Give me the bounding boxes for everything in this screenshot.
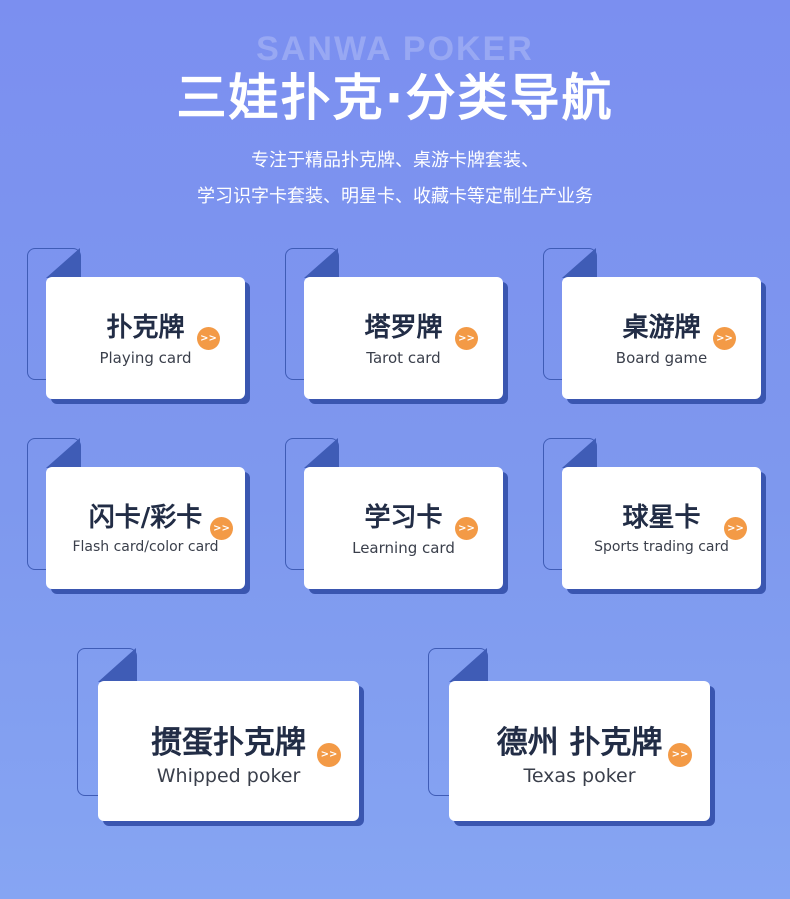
brand-watermark: SANWA POKER [256,30,534,68]
category-name-cn: 球星卡 [622,503,701,533]
arrow-right-icon[interactable]: >> [724,517,747,540]
category-card-learning-card[interactable]: 学习卡 Learning card >> [285,438,515,598]
category-card-tarot-card[interactable]: 塔罗牌 Tarot card >> [285,248,515,408]
category-card-texas-poker[interactable]: 德州 扑克牌 Texas poker >> [428,648,723,830]
category-name-en: Learning card [352,539,455,557]
category-name-en: Sports trading card [594,539,729,555]
category-name-en: Board game [615,349,708,367]
category-name-cn: 桌游牌 [622,313,701,343]
arrow-right-icon[interactable]: >> [317,743,341,767]
arrow-right-icon[interactable]: >> [455,327,478,350]
card-front: 闪卡/彩卡 Flash card/color card >> [46,467,245,589]
card-front: 桌游牌 Board game >> [562,277,761,399]
category-name-en: Whipped poker [156,765,301,787]
category-name-cn: 扑克牌 [106,313,185,343]
category-card-sports-trading-card[interactable]: 球星卡 Sports trading card >> [543,438,773,598]
arrow-right-icon[interactable]: >> [197,327,220,350]
page-title: 三娃扑克·分类导航 [176,69,614,127]
arrow-right-icon[interactable]: >> [455,517,478,540]
category-card-board-game[interactable]: 桌游牌 Board game >> [543,248,773,408]
card-front: 球星卡 Sports trading card >> [562,467,761,589]
card-front: 扑克牌 Playing card >> [46,277,245,399]
card-front: 学习卡 Learning card >> [304,467,503,589]
category-name-en: Flash card/color card [72,539,219,555]
card-front: 塔罗牌 Tarot card >> [304,277,503,399]
arrow-right-icon[interactable]: >> [210,517,233,540]
arrow-right-icon[interactable]: >> [713,327,736,350]
category-name-en: Playing card [99,349,192,367]
subtitle-line-2: 学习识字卡套装、明星卡、收藏卡等定制生产业务 [197,186,593,207]
category-card-playing-card[interactable]: 扑克牌 Playing card >> [27,248,257,408]
category-card-whipped-poker[interactable]: 掼蛋扑克牌 Whipped poker >> [77,648,372,830]
arrow-right-icon[interactable]: >> [668,743,692,767]
category-name-cn: 掼蛋扑克牌 [151,725,306,761]
category-name-cn: 塔罗牌 [364,313,443,343]
category-name-cn: 闪卡/彩卡 [88,503,203,533]
category-name-en: Tarot card [366,349,441,367]
subtitle-line-1: 专注于精品扑克牌、桌游卡牌套装、 [251,150,539,171]
category-name-en: Texas poker [523,765,636,787]
card-front: 德州 扑克牌 Texas poker >> [449,681,710,821]
category-card-flash-card[interactable]: 闪卡/彩卡 Flash card/color card >> [27,438,257,598]
card-front: 掼蛋扑克牌 Whipped poker >> [98,681,359,821]
category-name-cn: 学习卡 [364,503,443,533]
category-name-cn: 德州 扑克牌 [496,725,663,761]
